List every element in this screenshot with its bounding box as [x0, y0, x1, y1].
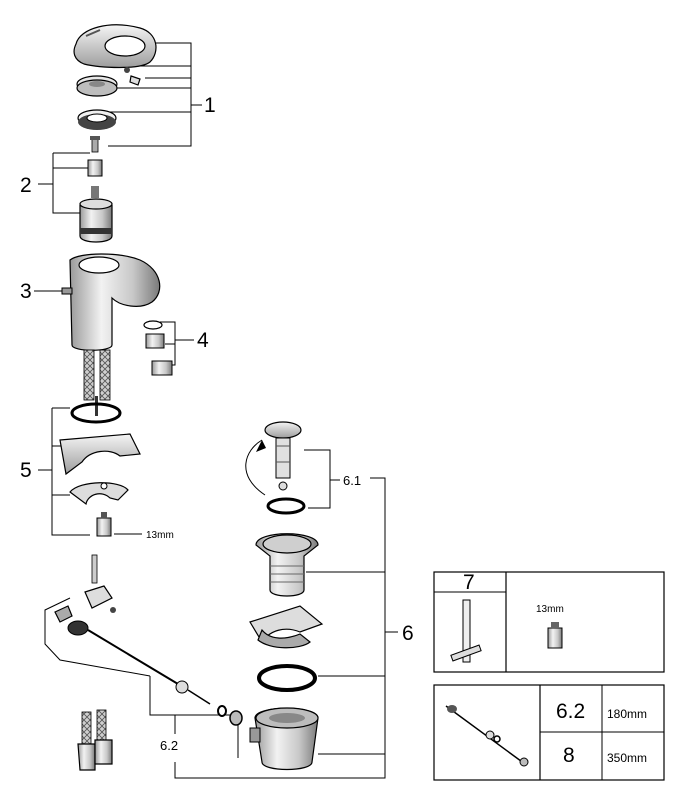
row-2-length: 350mm	[607, 751, 647, 765]
waste-body	[255, 533, 319, 597]
callout-6-1: 6.1	[343, 473, 361, 488]
tool-size-label: 13mm	[536, 604, 564, 615]
rod-illustration	[445, 705, 529, 767]
adapter-piece	[87, 159, 103, 177]
sealing-wedge	[249, 605, 324, 649]
callout-6: 6	[402, 622, 414, 645]
spanner-tool	[450, 599, 482, 663]
nut-size-label: 13mm	[146, 530, 174, 541]
table-row: 6.2 180mm	[556, 700, 647, 723]
waste-gasket	[257, 664, 317, 692]
plug-seal-ring	[266, 497, 306, 515]
table-row: 8 350mm	[563, 744, 647, 767]
callout-5: 5	[20, 459, 32, 482]
cartridge	[79, 186, 113, 243]
tool-box: 7 13mm	[433, 571, 665, 673]
waste-tailpiece	[249, 707, 319, 771]
waste-plug	[245, 421, 302, 496]
tool-number: 7	[463, 571, 475, 594]
cartridge-nut	[77, 109, 117, 130]
callout-2: 2	[20, 174, 32, 197]
lift-rod-assembly	[54, 554, 243, 726]
fixing-set	[59, 402, 141, 537]
flexible-hoses	[83, 349, 111, 416]
callout-1: 1	[204, 94, 216, 117]
row-2-part: 8	[563, 744, 575, 767]
leader-lines	[34, 42, 398, 779]
row-1-part: 6.2	[556, 700, 585, 723]
row-1-length: 180mm	[607, 707, 647, 721]
rod-length-table: 6.2 180mm 8 350mm	[433, 684, 665, 781]
callout-3: 3	[20, 280, 32, 303]
small-screw	[90, 136, 100, 153]
nut-13mm	[547, 622, 563, 649]
callout-4: 4	[197, 329, 209, 352]
grub-screw	[124, 67, 141, 86]
hose-connectors	[77, 709, 113, 771]
callout-labels: 1 2 3 4 5 6 6.1 6.2 13mm	[20, 94, 414, 753]
lever-handle	[73, 24, 157, 69]
mixer-body	[61, 253, 161, 351]
aerator-set	[143, 320, 173, 376]
cover-cap	[76, 75, 118, 97]
callout-6-2: 6.2	[160, 738, 178, 753]
